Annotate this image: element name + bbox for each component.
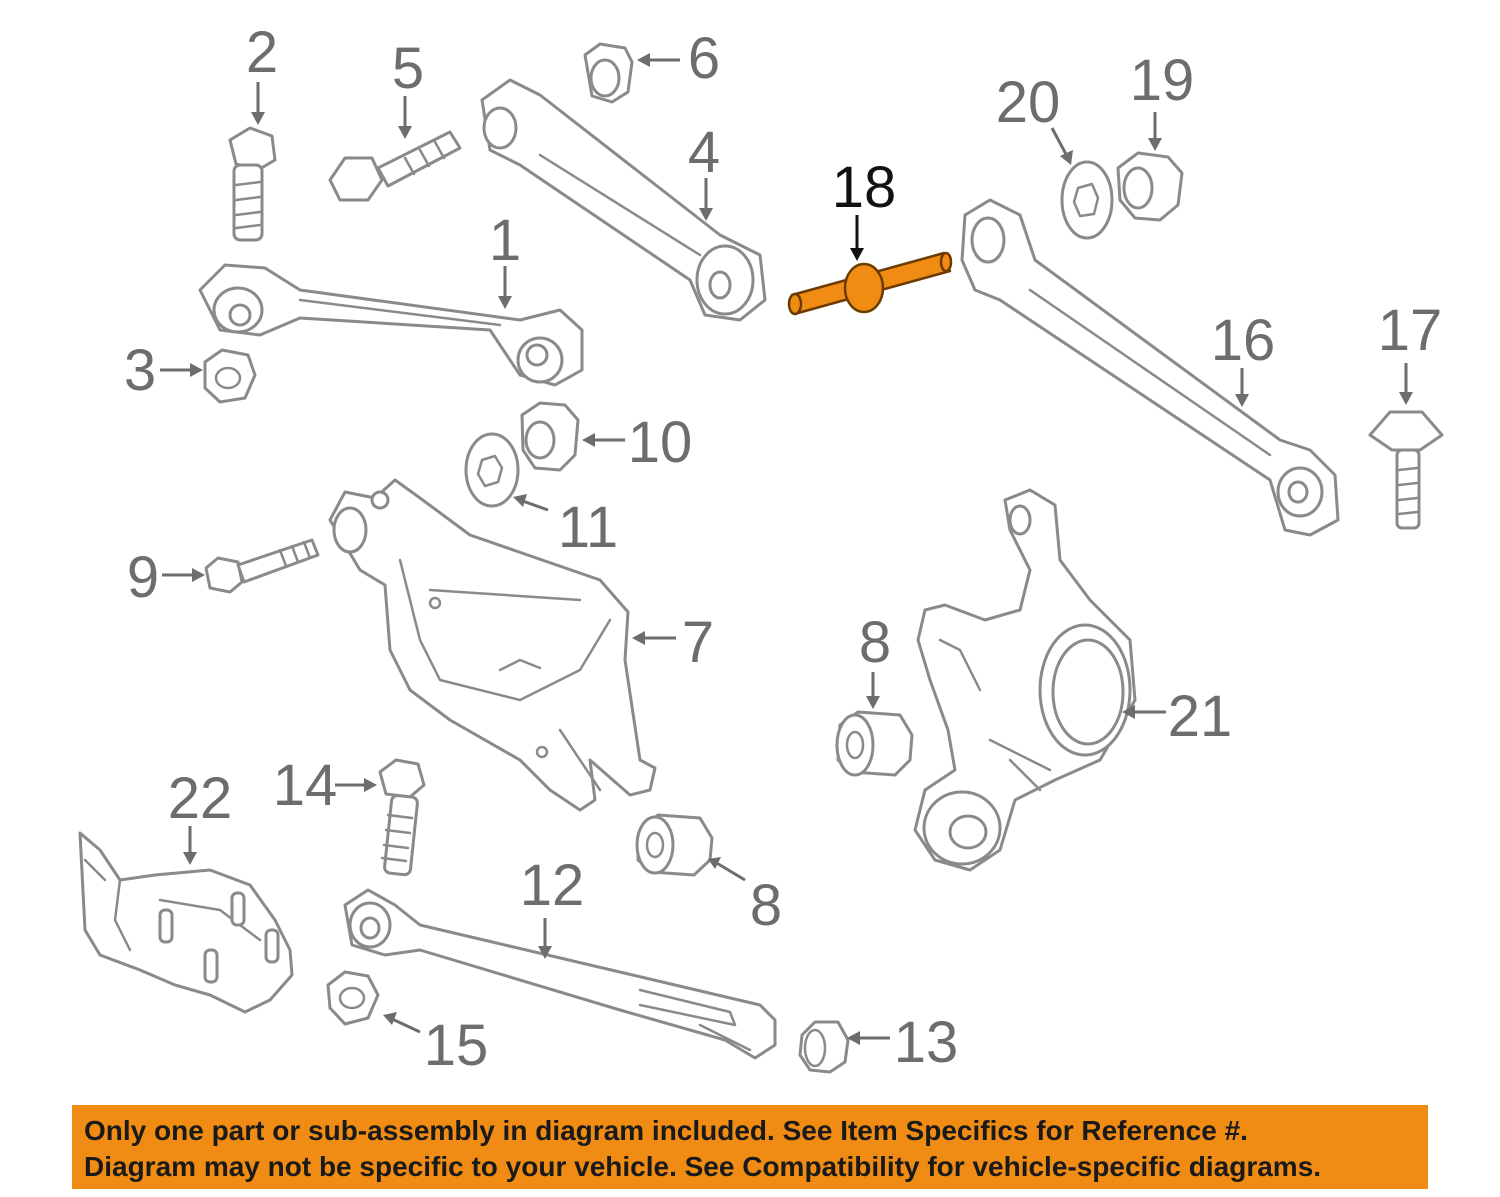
bushing-part-13[interactable] xyxy=(798,1020,850,1074)
washer-part-20[interactable] xyxy=(1060,160,1114,240)
bushing-part-8-upper[interactable] xyxy=(835,710,914,777)
callout-6: 6 xyxy=(688,26,720,91)
callout-2: 2 xyxy=(246,20,278,85)
callout-4: 4 xyxy=(688,120,720,185)
bolt-part-2[interactable] xyxy=(228,126,277,242)
control-arm-part-1[interactable] xyxy=(198,263,584,387)
callout-1: 1 xyxy=(489,208,521,273)
callout-5: 5 xyxy=(392,36,424,101)
callout-8-upper: 8 xyxy=(859,610,891,675)
callout-7: 7 xyxy=(682,610,714,675)
callout-11: 11 xyxy=(558,495,618,560)
callout-22: 22 xyxy=(168,766,233,831)
callout-15: 15 xyxy=(424,1013,489,1078)
bushing-part-8-lower[interactable] xyxy=(635,813,714,877)
nut-part-3[interactable] xyxy=(203,348,257,404)
bolt-part-9[interactable] xyxy=(204,538,320,594)
callout-13: 13 xyxy=(894,1010,959,1075)
control-arm-part-12[interactable] xyxy=(343,888,777,1060)
nut-part-15[interactable] xyxy=(326,970,380,1026)
callout-14: 14 xyxy=(273,753,338,818)
callout-8-lower: 8 xyxy=(750,873,782,938)
control-arm-part-16[interactable] xyxy=(960,198,1340,537)
callout-17: 17 xyxy=(1378,298,1443,363)
bolt-part-14[interactable] xyxy=(378,758,426,877)
callout-numbers: 2 5 6 4 1 3 10 11 9 7 8 21 16 17 19 20 1… xyxy=(124,20,1442,1078)
pin-part-18[interactable] xyxy=(787,251,953,316)
disclaimer-line-1: Only one part or sub-assembly in diagram… xyxy=(84,1115,1248,1146)
subframe-part-7[interactable] xyxy=(328,478,657,812)
bolt-part-17[interactable] xyxy=(1368,410,1444,530)
callout-10: 10 xyxy=(628,410,693,475)
callout-16: 16 xyxy=(1211,308,1276,373)
washer-part-11[interactable] xyxy=(464,432,520,508)
shield-part-22[interactable] xyxy=(78,831,294,1014)
callout-21: 21 xyxy=(1168,684,1233,749)
nut-part-6[interactable] xyxy=(583,42,634,104)
bolt-part-5[interactable] xyxy=(328,130,462,202)
disclaimer-line-2: Diagram may not be specific to your vehi… xyxy=(84,1151,1322,1182)
callout-12: 12 xyxy=(520,853,585,918)
callout-18: 18 xyxy=(832,155,897,220)
bushing-part-10[interactable] xyxy=(520,401,580,472)
knuckle-part-21[interactable] xyxy=(913,488,1137,872)
callout-9: 9 xyxy=(127,545,159,610)
leader-lines xyxy=(160,53,1413,1045)
disclaimer-banner: Only one part or sub-assembly in diagram… xyxy=(72,1105,1428,1189)
nut-part-19[interactable] xyxy=(1116,151,1184,222)
callout-20: 20 xyxy=(996,70,1061,135)
control-arm-part-4[interactable] xyxy=(480,78,767,322)
callout-3: 3 xyxy=(124,338,156,403)
callout-19: 19 xyxy=(1130,48,1195,113)
